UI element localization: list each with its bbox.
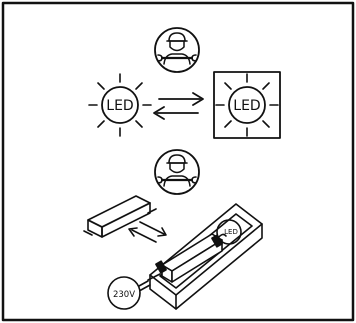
led-label-framed: LED: [233, 98, 260, 114]
swap-arrows-icon: [153, 92, 204, 120]
technician-icon: [154, 27, 200, 73]
led-lamp-icon: LED: [88, 73, 152, 137]
technician-icon: [154, 149, 200, 195]
led-module-icon: [216, 219, 242, 245]
swap-arrows-icon: [128, 221, 167, 243]
power-plug-icon: 230V: [107, 276, 151, 310]
fixture-led-label: LED: [224, 228, 238, 236]
led-lamp-framed-icon: LED: [213, 71, 281, 139]
voltage-label: 230V: [113, 290, 135, 300]
led-label: LED: [106, 98, 133, 114]
fixture-icon: LED: [147, 203, 263, 310]
led-driver-icon: [83, 195, 157, 238]
